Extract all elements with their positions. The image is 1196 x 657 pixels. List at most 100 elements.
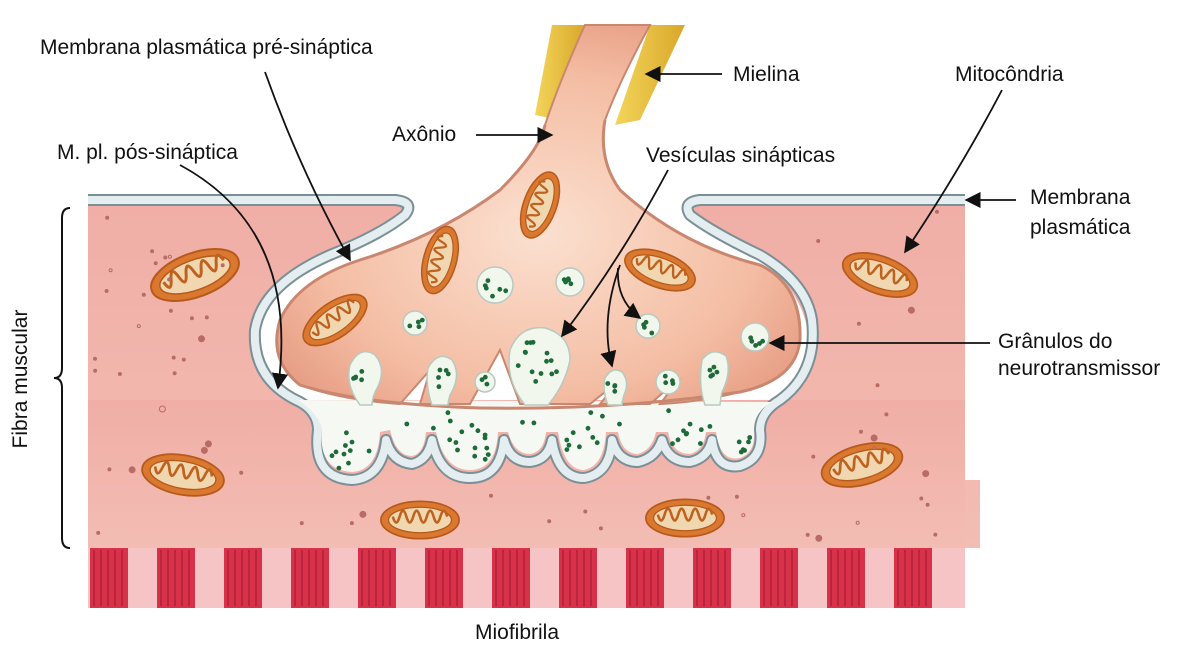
neurotransmitter-granule-icon (681, 428, 686, 434)
neurotransmitter-granule-icon (472, 453, 478, 459)
neurotransmitter-granule-icon (482, 456, 488, 462)
neurotransmitter-granule-icon (497, 286, 503, 292)
cytoplasm-dot (158, 405, 166, 413)
cytoplasm-dot (136, 324, 141, 329)
neurotransmitter-granule-icon (469, 422, 475, 428)
myelin-sheath (535, 25, 585, 120)
pointer-vesicles-a (561, 169, 669, 338)
neurotransmitter-granule-icon (670, 441, 675, 447)
pointer-mitochondria (904, 89, 1003, 254)
cytoplasm-dot (859, 429, 863, 434)
neurotransmitter-granule-icon (436, 375, 441, 380)
neurotransmitter-granule-icon (544, 350, 550, 356)
pointer-lines (179, 65, 1016, 390)
neurotransmitter-granule-icon (455, 447, 460, 453)
neurotransmitter-granule-icon (459, 429, 465, 435)
cytoplasm-dot (93, 356, 97, 361)
cytoplasm-dot (200, 446, 208, 454)
fusing-vesicle (426, 355, 458, 406)
cytoplasm-dot (150, 249, 155, 254)
neurotransmitter-granule-icon (515, 363, 521, 368)
cytoplasm-dot (181, 357, 186, 362)
cytoplasm-dot (805, 532, 810, 537)
neurotransmitter-granule-icon (585, 425, 591, 431)
label-mitochondria: Mitocôndria (955, 63, 1064, 86)
cytoplasm-dot (204, 315, 209, 320)
cytoplasm-dot (734, 494, 739, 499)
neurotransmitter-granule-icon (341, 451, 347, 457)
cytoplasm-dot (741, 513, 746, 518)
cytoplasm-dot (189, 316, 194, 321)
cytoplasm-dot (547, 519, 552, 524)
myofibril-stripes (90, 548, 932, 608)
cytoplasm-dot (815, 534, 823, 542)
cytoplasm-dot (96, 530, 101, 535)
neurotransmitter-granule-icon (710, 372, 715, 378)
neurotransmitter-granule-icon (329, 453, 335, 459)
neurotransmitter-granule-icon (666, 408, 671, 414)
neurotransmitter-granule-icon (453, 440, 459, 445)
cytoplasm-dot (108, 268, 113, 273)
cytoplasm-dot (816, 239, 821, 243)
cytoplasm-dot (107, 467, 112, 472)
neurotransmitter-granule-icon (445, 410, 451, 416)
neurotransmitter-granule-icon (353, 374, 359, 380)
neurotransmitter-granule-icon (482, 435, 488, 441)
neurotransmitter-granule-icon (538, 371, 544, 376)
neurotransmitter-granule-icon (344, 430, 349, 436)
label-post-synaptic-membrane: M. pl. pós-sináptica (57, 141, 238, 164)
neurotransmitter-granule-icon (747, 435, 753, 440)
neurotransmitter-granule-icon (437, 367, 443, 373)
neurotransmitter-granule-icon (612, 383, 618, 388)
neurotransmitter-granule-icon (565, 276, 571, 282)
cytoplasm-dot (168, 308, 173, 313)
neurotransmitter-granule-icon (522, 349, 528, 355)
synaptic-vesicle-icon (476, 266, 514, 304)
mitochondrion-icon (379, 500, 461, 540)
cytoplasm-dot (811, 454, 816, 459)
neurotransmitter-granule-icon (594, 440, 600, 446)
neurotransmitter-granule-icon (503, 288, 509, 294)
neurotransmitter-granule-icon (600, 413, 605, 419)
neurotransmitter-granule-icon (524, 340, 530, 346)
neurotransmitter-granule-icon (482, 374, 488, 380)
neurotransmitter-granule-icon (570, 430, 576, 436)
neurotransmitter-granule-icon (336, 465, 342, 471)
neurotransmitter-granule-icon (544, 358, 549, 364)
label-plasma-membrane-1: Membrana (1030, 186, 1131, 209)
label-muscle-fiber: Fibra muscular (9, 309, 32, 449)
neurotransmitter-granule-icon (359, 369, 365, 374)
neurotransmitter-granule-icon (490, 293, 495, 299)
neurotransmitter-granule-icon (736, 439, 742, 445)
cytoplasm-dot (919, 496, 924, 501)
neurotransmitter-granule-icon (530, 339, 536, 345)
cytoplasm-dot (359, 510, 367, 518)
cytoplasm-dot (935, 209, 939, 214)
synaptic-cleft (298, 400, 772, 472)
neurotransmitter-granule-icon (483, 285, 489, 291)
neurotransmitter-granule-icon (343, 443, 348, 448)
neurotransmitter-granule-icon (566, 442, 572, 448)
neurotransmitter-granule-icon (445, 371, 451, 377)
cytoplasm-dot (239, 470, 244, 475)
pre-synaptic-membrane (275, 119, 802, 410)
cytoplasm-dot (167, 277, 172, 282)
cytoplasm-dot (907, 306, 915, 314)
neurotransmitter-granule-icon (447, 418, 453, 424)
label-myelin: Mielina (733, 63, 800, 86)
cytoplasm-dot (128, 466, 136, 474)
neurotransmitter-granule-icon (662, 373, 668, 379)
neurotransmitter-granule-icon (748, 335, 754, 341)
cytoplasm-dot (583, 509, 588, 514)
neurotransmitter-granule-icon (698, 441, 703, 446)
neurotransmitter-granule-icon (485, 452, 491, 457)
neurotransmitter-granule-icon (561, 277, 567, 283)
cytoplasm-dot (204, 440, 212, 448)
cytoplasm-dot (349, 521, 354, 526)
neurotransmitter-granule-icon (349, 439, 355, 445)
neurotransmitter-granule-icon (533, 379, 539, 384)
neurotransmitter-granule-icon (617, 421, 622, 427)
label-granules-1: Grânulos do (998, 330, 1113, 353)
cytoplasm-dot (172, 371, 177, 376)
neurotransmitter-granule-icon (359, 377, 364, 383)
